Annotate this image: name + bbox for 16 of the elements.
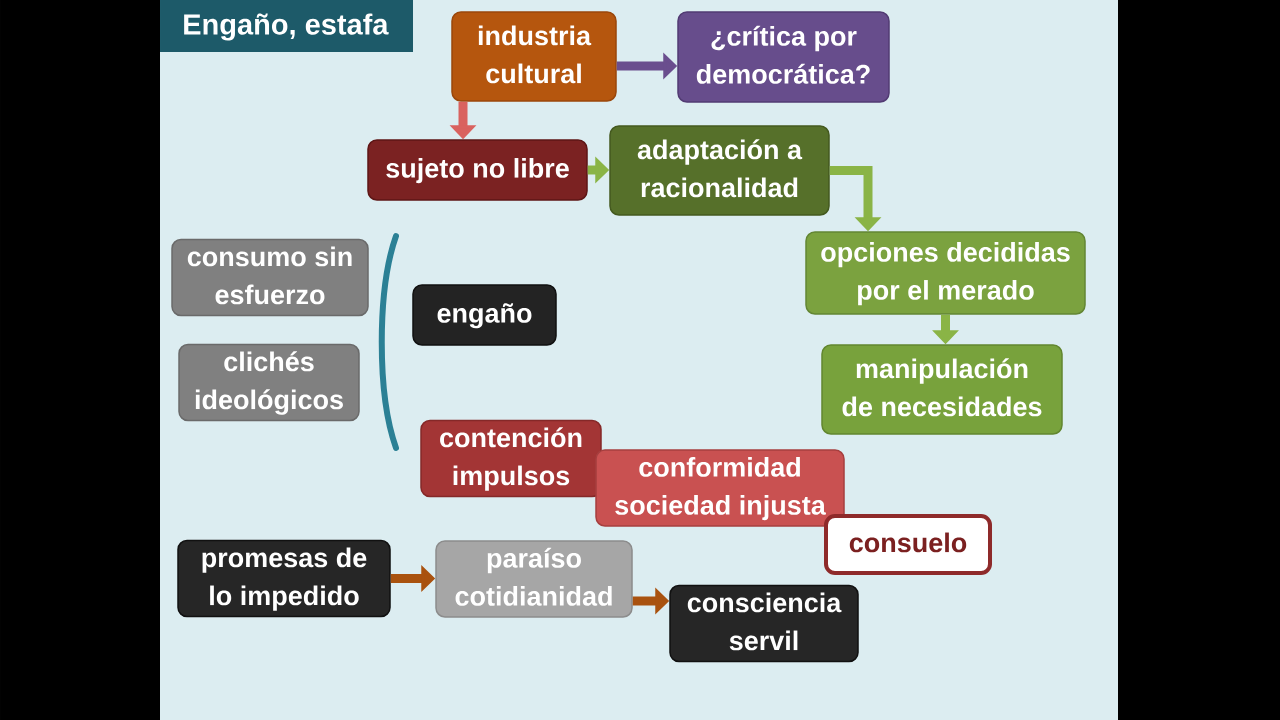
concept-box: clichés ideológicos (178, 343, 360, 422)
concept-box: consumo sin esfuerzo (171, 238, 369, 317)
concept-box: consuelo (824, 514, 992, 575)
title-banner: Engaño, estafa (160, 0, 413, 52)
concept-box: contención impulsos (420, 419, 602, 498)
concept-box: conformidad sociedad injusta (595, 449, 845, 527)
concept-box: consciencia servil (669, 584, 859, 663)
concept-box: promesas de lo impedido (177, 539, 391, 618)
concept-box: paraíso cotidianidad (435, 540, 633, 618)
concept-box: manipulación de necesidades (821, 344, 1063, 435)
concept-box: opciones decididas por el merado (805, 231, 1086, 315)
concept-box: engaño (412, 284, 557, 346)
concept-box: ¿crítica por democrática? (677, 11, 890, 103)
concept-box: industria cultural (451, 11, 617, 102)
concept-box: sujeto no libre (367, 139, 588, 201)
concept-box: adaptación a racionalidad (609, 125, 830, 216)
